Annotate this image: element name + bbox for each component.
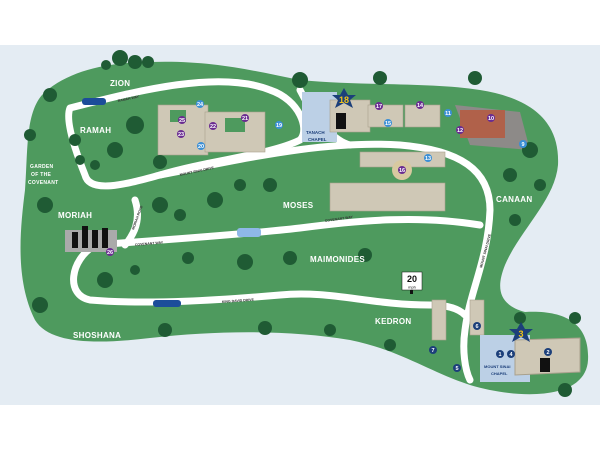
region-moses: MOSES: [283, 201, 314, 210]
road-label-king-david-drive: KING DAVID DRIVE: [222, 298, 255, 304]
marker-11[interactable]: 11: [444, 109, 452, 117]
tanach-chapel-label-2: CHAPEL: [308, 137, 327, 142]
svg-text:mph: mph: [408, 285, 416, 290]
marker-26[interactable]: 26: [106, 248, 114, 256]
region-zion: ZION: [110, 79, 130, 88]
svg-text:20: 20: [407, 274, 417, 284]
svg-text:5: 5: [455, 366, 458, 372]
svg-text:10: 10: [488, 116, 494, 122]
road-label-mount-sinai-drive: MOUNT SINAI DRIVE: [179, 166, 215, 177]
marker-25[interactable]: 25: [178, 116, 186, 124]
svg-text:20: 20: [198, 144, 204, 150]
car-blue: [153, 300, 181, 307]
region-garden-2: OF THE: [31, 172, 51, 178]
kedron-gates: [431, 299, 485, 341]
svg-text:3: 3: [518, 329, 523, 339]
region-shoshana: SHOSHANA: [73, 331, 121, 340]
star-marker-18[interactable]: 18: [332, 88, 356, 108]
svg-text:1: 1: [498, 352, 501, 358]
region-garden-1: GARDEN: [30, 164, 54, 170]
marker-7[interactable]: 7: [429, 346, 437, 354]
marker-24[interactable]: 24: [196, 100, 204, 108]
svg-text:16: 16: [399, 168, 405, 174]
marker-9[interactable]: 9: [519, 140, 527, 148]
mount-sinai-chapel-label-1: MOUNT SINAI: [484, 364, 510, 369]
svg-text:26: 26: [107, 250, 113, 256]
car-light-blue: [237, 228, 261, 237]
region-kedron: KEDRON: [375, 317, 411, 326]
region-canaan: CANAAN: [496, 195, 532, 204]
king-david-drive-road: [70, 241, 469, 319]
svg-text:18: 18: [339, 95, 349, 105]
road-label-covenant-way-1: COVENANT WAY: [135, 240, 164, 247]
svg-text:17: 17: [376, 104, 382, 110]
moriah-road: [121, 196, 141, 249]
svg-text:7: 7: [431, 348, 434, 354]
marker-20[interactable]: 20: [197, 142, 205, 150]
marker-12[interactable]: 12: [456, 126, 464, 134]
marker-2[interactable]: 2: [544, 348, 552, 356]
ramah-buildings: [157, 104, 266, 156]
svg-text:19: 19: [276, 123, 282, 129]
marker-5[interactable]: 5: [453, 364, 461, 372]
moriah-statues: [72, 226, 108, 248]
marker-15[interactable]: 15: [384, 119, 392, 127]
region-garden-3: COVENANT: [28, 180, 58, 186]
marker-6[interactable]: 6: [473, 322, 481, 330]
mount-sinai-chapel-label-2: CHAPEL: [491, 371, 508, 376]
svg-text:25: 25: [179, 118, 185, 124]
svg-text:12: 12: [457, 128, 463, 134]
region-moriah: MORIAH: [58, 211, 92, 220]
svg-text:24: 24: [197, 102, 204, 108]
svg-text:11: 11: [445, 111, 451, 117]
canaan-building: [455, 105, 530, 150]
svg-text:9: 9: [521, 142, 524, 148]
svg-text:22: 22: [210, 124, 216, 130]
region-maimonides: MAIMONIDES: [310, 255, 365, 264]
star-marker-3[interactable]: 3: [509, 322, 533, 342]
marker-14[interactable]: 14: [416, 101, 424, 109]
marker-1[interactable]: 1: [496, 350, 504, 358]
road-label-ramah-way: RAMAH WAY: [117, 94, 140, 103]
marker-23[interactable]: 23: [177, 130, 185, 138]
marker-17[interactable]: 17: [375, 102, 383, 110]
tanach-chapel-label-1: TANACH: [306, 130, 325, 135]
mount-sinai-chapel-building: [514, 337, 581, 376]
svg-text:6: 6: [475, 324, 478, 330]
marker-21[interactable]: 21: [241, 114, 249, 122]
road-label-covenant-way-2: COVENANT WAY: [325, 215, 354, 223]
marker-19[interactable]: 19: [275, 121, 283, 129]
svg-text:2: 2: [546, 350, 549, 356]
svg-text:4: 4: [509, 352, 513, 358]
svg-text:23: 23: [178, 132, 184, 138]
marker-13[interactable]: 13: [424, 154, 432, 162]
marker-10[interactable]: 10: [487, 114, 495, 122]
svg-text:15: 15: [385, 121, 391, 127]
region-ramah: RAMAH: [80, 126, 111, 135]
moses-buildings: [329, 99, 446, 212]
trees: [24, 50, 581, 397]
mount-sinai-drive-road: [156, 140, 494, 384]
car-blue-dark: [82, 98, 106, 105]
svg-text:21: 21: [242, 116, 248, 122]
marker-22[interactable]: 22: [209, 122, 217, 130]
svg-text:13: 13: [425, 156, 431, 162]
marker-4[interactable]: 4: [507, 350, 515, 358]
speed-limit-sign: 20 mph: [401, 271, 423, 294]
svg-text:14: 14: [417, 103, 424, 109]
marker-16[interactable]: 16: [398, 166, 406, 174]
